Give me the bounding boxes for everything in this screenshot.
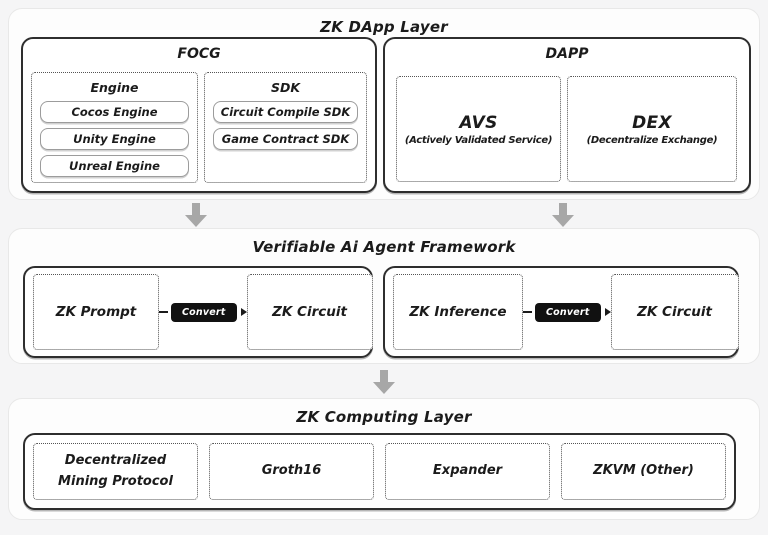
zk-circuit-node: ZK Circuit <box>610 274 739 350</box>
compute-node-mining-protocol: Decentralized Mining Protocol <box>33 443 198 500</box>
pipeline-zk-prompt: ZK Prompt Convert ZK Circuit <box>23 266 373 358</box>
engine-item-unity: Unity Engine <box>40 128 189 150</box>
sdk-group-label: SDK <box>270 80 301 95</box>
avs-node: AVS (Actively Validated Service) <box>396 76 561 182</box>
engine-group: Engine Cocos Engine Unity Engine Unreal … <box>31 72 198 183</box>
convert-connector: Convert <box>523 302 611 322</box>
engine-item-unreal: Unreal Engine <box>40 155 189 177</box>
computing-box: Decentralized Mining Protocol Groth16 Ex… <box>23 433 736 510</box>
connector-line <box>523 311 532 313</box>
zk-circuit-node: ZK Circuit <box>246 274 373 350</box>
arrow-right-icon <box>240 308 247 316</box>
arrow-right-icon <box>604 308 611 316</box>
dex-name: DEX <box>632 112 672 133</box>
dex-subtitle: (Decentralize Exchange) <box>586 134 718 146</box>
engine-item-cocos: Cocos Engine <box>40 101 189 123</box>
engine-group-label: Engine <box>90 80 139 95</box>
focg-title: FOCG <box>177 46 221 62</box>
convert-badge: Convert <box>535 302 601 322</box>
zk-computing-layer-title: ZK Computing Layer <box>296 408 472 426</box>
sdk-item-game-contract: Game Contract SDK <box>213 128 358 150</box>
avs-name: AVS <box>459 112 498 133</box>
convert-badge: Convert <box>171 302 237 322</box>
section-zk-computing-layer: ZK Computing Layer Decentralized Mining … <box>8 398 760 520</box>
zk-inference-node: ZK Inference <box>393 274 523 350</box>
convert-connector: Convert <box>159 302 247 322</box>
sdk-item-circuit-compile: Circuit Compile SDK <box>213 101 358 123</box>
avs-subtitle: (Actively Validated Service) <box>404 134 553 146</box>
agent-framework-title: Verifiable Ai Agent Framework <box>252 238 516 256</box>
zk-prompt-node: ZK Prompt <box>33 274 159 350</box>
compute-node-groth16: Groth16 <box>209 443 374 500</box>
connector-line <box>159 311 168 313</box>
arrow-down-icon <box>552 203 574 227</box>
dapp-box: DAPP AVS (Actively Validated Service) DE… <box>383 37 751 193</box>
dex-node: DEX (Decentralize Exchange) <box>567 76 737 182</box>
zk-dapp-layer-title: ZK DApp Layer <box>320 18 448 36</box>
compute-node-expander: Expander <box>385 443 550 500</box>
arrow-down-icon <box>185 203 207 227</box>
section-agent-framework: Verifiable Ai Agent Framework ZK Prompt … <box>8 228 760 364</box>
compute-node-zkvm: ZKVM (Other) <box>561 443 726 500</box>
sdk-group: SDK Circuit Compile SDK Game Contract SD… <box>204 72 367 183</box>
section-zk-dapp-layer: ZK DApp Layer FOCG Engine Cocos Engine U… <box>8 8 760 200</box>
dapp-title: DAPP <box>545 46 589 62</box>
arrow-down-icon <box>373 370 395 394</box>
pipeline-zk-inference: ZK Inference Convert ZK Circuit <box>383 266 739 358</box>
focg-box: FOCG Engine Cocos Engine Unity Engine Un… <box>21 37 377 193</box>
